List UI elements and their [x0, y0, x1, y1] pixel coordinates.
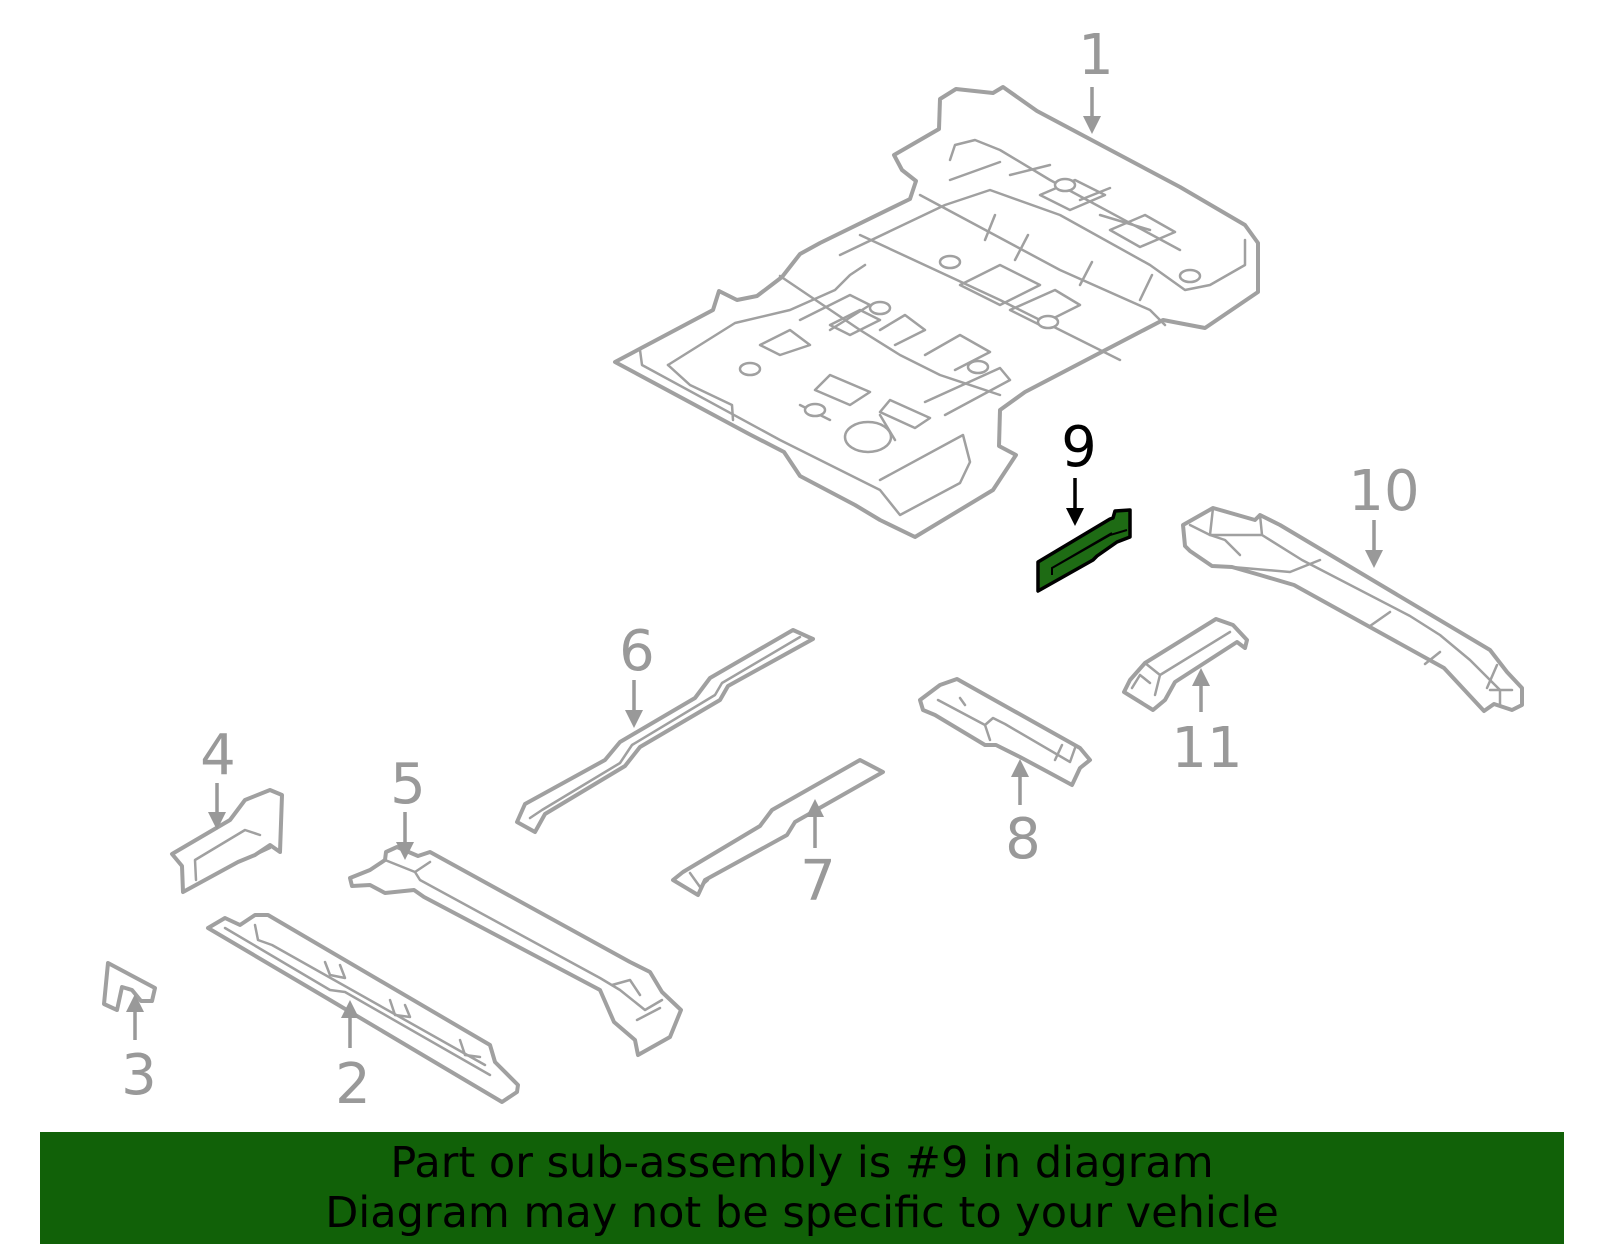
- svg-text:4: 4: [200, 723, 236, 788]
- svg-text:1: 1: [1078, 23, 1114, 88]
- callout-10[interactable]: 10: [1348, 459, 1420, 568]
- callout-9-highlighted[interactable]: 9: [1061, 415, 1097, 526]
- callout-5[interactable]: 5: [390, 752, 426, 860]
- svg-text:11: 11: [1171, 716, 1242, 781]
- part-6-rail[interactable]: [515, 628, 815, 834]
- callout-3[interactable]: 3: [121, 994, 157, 1108]
- banner-line-part: Part or sub-assembly is #9 in diagram: [390, 1138, 1214, 1188]
- svg-text:7: 7: [800, 849, 836, 914]
- callout-4[interactable]: 4: [200, 723, 236, 830]
- svg-text:10: 10: [1348, 459, 1419, 524]
- banner-line-disclaimer: Diagram may not be specific to your vehi…: [325, 1188, 1279, 1238]
- part-11-bracket[interactable]: [1122, 617, 1249, 712]
- svg-text:5: 5: [390, 752, 426, 817]
- part-5-crossmember[interactable]: [348, 845, 683, 1057]
- svg-text:6: 6: [619, 619, 655, 684]
- info-banner: Part or sub-assembly is #9 in diagram Di…: [40, 1132, 1564, 1244]
- part-7-rail[interactable]: [671, 758, 885, 897]
- svg-text:3: 3: [121, 1043, 157, 1108]
- part-2-crossmember[interactable]: [206, 913, 520, 1104]
- callout-2[interactable]: 2: [335, 1000, 371, 1117]
- svg-text:8: 8: [1005, 807, 1041, 872]
- callout-8[interactable]: 8: [1005, 759, 1041, 872]
- part-3-bracket[interactable]: [102, 961, 157, 1012]
- part-10-crossmember[interactable]: [1181, 506, 1524, 713]
- callout-11[interactable]: 11: [1171, 668, 1243, 781]
- part-8-crossmember[interactable]: [918, 677, 1092, 787]
- callout-7[interactable]: 7: [800, 799, 836, 914]
- part-1-floor-pan[interactable]: [613, 85, 1260, 539]
- callout-6[interactable]: 6: [619, 619, 655, 728]
- svg-text:2: 2: [335, 1052, 371, 1117]
- svg-text:9: 9: [1061, 415, 1097, 480]
- part-4-bracket[interactable]: [170, 788, 284, 894]
- callout-1[interactable]: 1: [1078, 23, 1114, 134]
- part-9-highlighted[interactable]: [1036, 508, 1132, 593]
